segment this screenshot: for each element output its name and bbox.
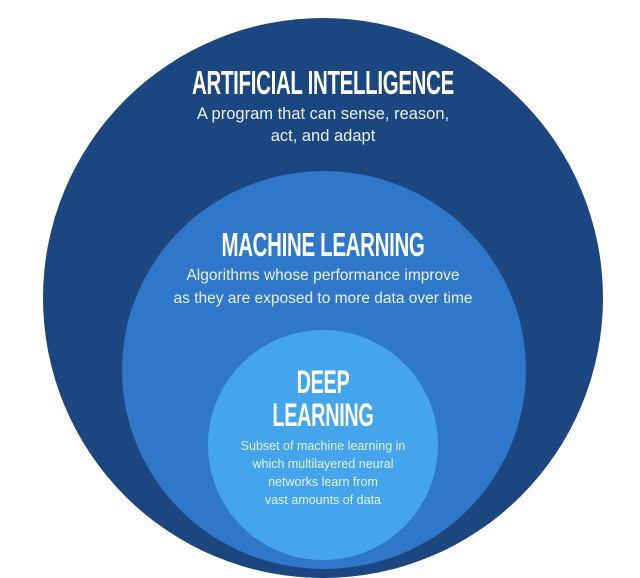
ml-description-line-2: as they are exposed to more data over ti… [173, 290, 473, 307]
ai-description-line-2: act, and adapt [270, 127, 376, 145]
dl-title-line-1: DEEP [296, 364, 350, 400]
ml-title: MACHINE LEARNING [221, 226, 425, 263]
artificial-intelligence-label: ARTIFICIAL INTELLIGENCE A program that c… [0, 66, 640, 147]
dl-description-line-1: Subset of machine learning in [240, 439, 406, 453]
ai-title: ARTIFICIAL INTELLIGENCE [192, 64, 454, 101]
machine-learning-label: MACHINE LEARNING Algorithms whose perfor… [0, 228, 640, 310]
deep-learning-circle [208, 330, 438, 560]
dl-description-line-3: networks learn from [268, 475, 378, 489]
dl-description-line-4: vast amounts of data [264, 493, 382, 507]
dl-title-line-2: LEARNING [272, 397, 374, 433]
ai-description-line-1: A program that can sense, reason, [196, 105, 450, 123]
deep-learning-label: DEEP LEARNING Subset of machine learning… [0, 366, 640, 509]
dl-description-line-2: which multilayered neural [252, 457, 394, 471]
ml-description-line-1: Algorithms whose performance improve [186, 267, 460, 284]
